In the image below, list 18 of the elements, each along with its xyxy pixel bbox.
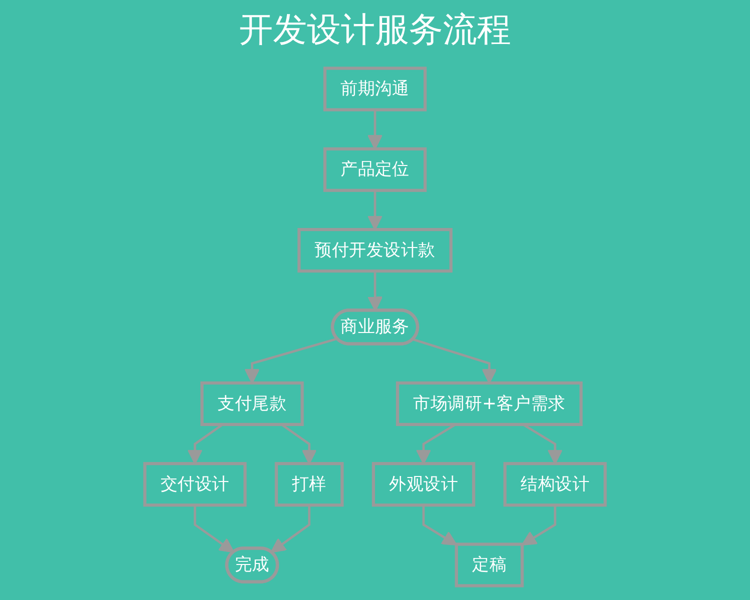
arrow	[422, 505, 458, 546]
arrow	[194, 505, 234, 553]
node-box: 定稿	[454, 542, 524, 588]
node-box: 打样	[274, 462, 344, 507]
node-box: 前期沟通	[323, 66, 427, 112]
node-box: 外观设计	[372, 462, 476, 507]
node-box: 产品定位	[323, 147, 427, 192]
node-box: 支付尾款	[200, 381, 304, 426]
arrow	[187, 424, 224, 464]
arrow	[280, 424, 317, 464]
arrow	[367, 190, 383, 230]
node-box: 市场调研+客户需求	[396, 381, 583, 426]
node-box: 预付开发设计款	[298, 228, 452, 273]
arrow	[270, 505, 310, 553]
node-box: 交付设计	[143, 462, 247, 507]
node-box: 结构设计	[503, 462, 607, 507]
arrow	[522, 505, 556, 546]
diagram-title: 开发设计服务流程	[239, 9, 511, 52]
